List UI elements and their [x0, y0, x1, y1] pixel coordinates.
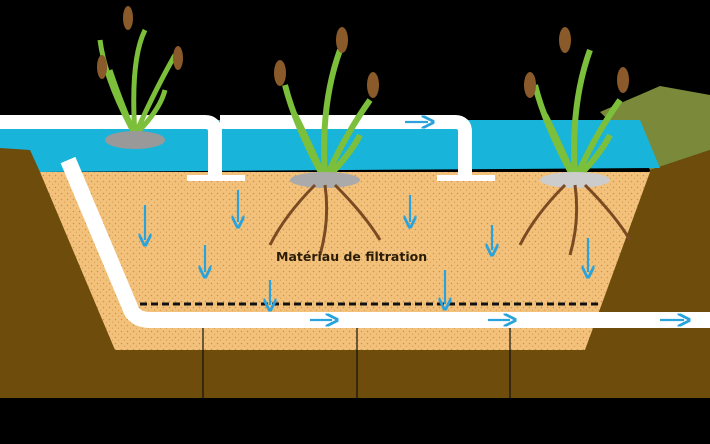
flow-arrows — [5, 122, 684, 320]
drain-pipe — [60, 156, 710, 328]
water-surface — [0, 120, 660, 172]
filter-media-label: Matériau de filtration — [276, 249, 428, 264]
inlet-pipes — [0, 115, 472, 176]
grass-bank — [600, 86, 710, 170]
soil-ground — [0, 140, 710, 398]
reed-plants — [97, 6, 632, 256]
